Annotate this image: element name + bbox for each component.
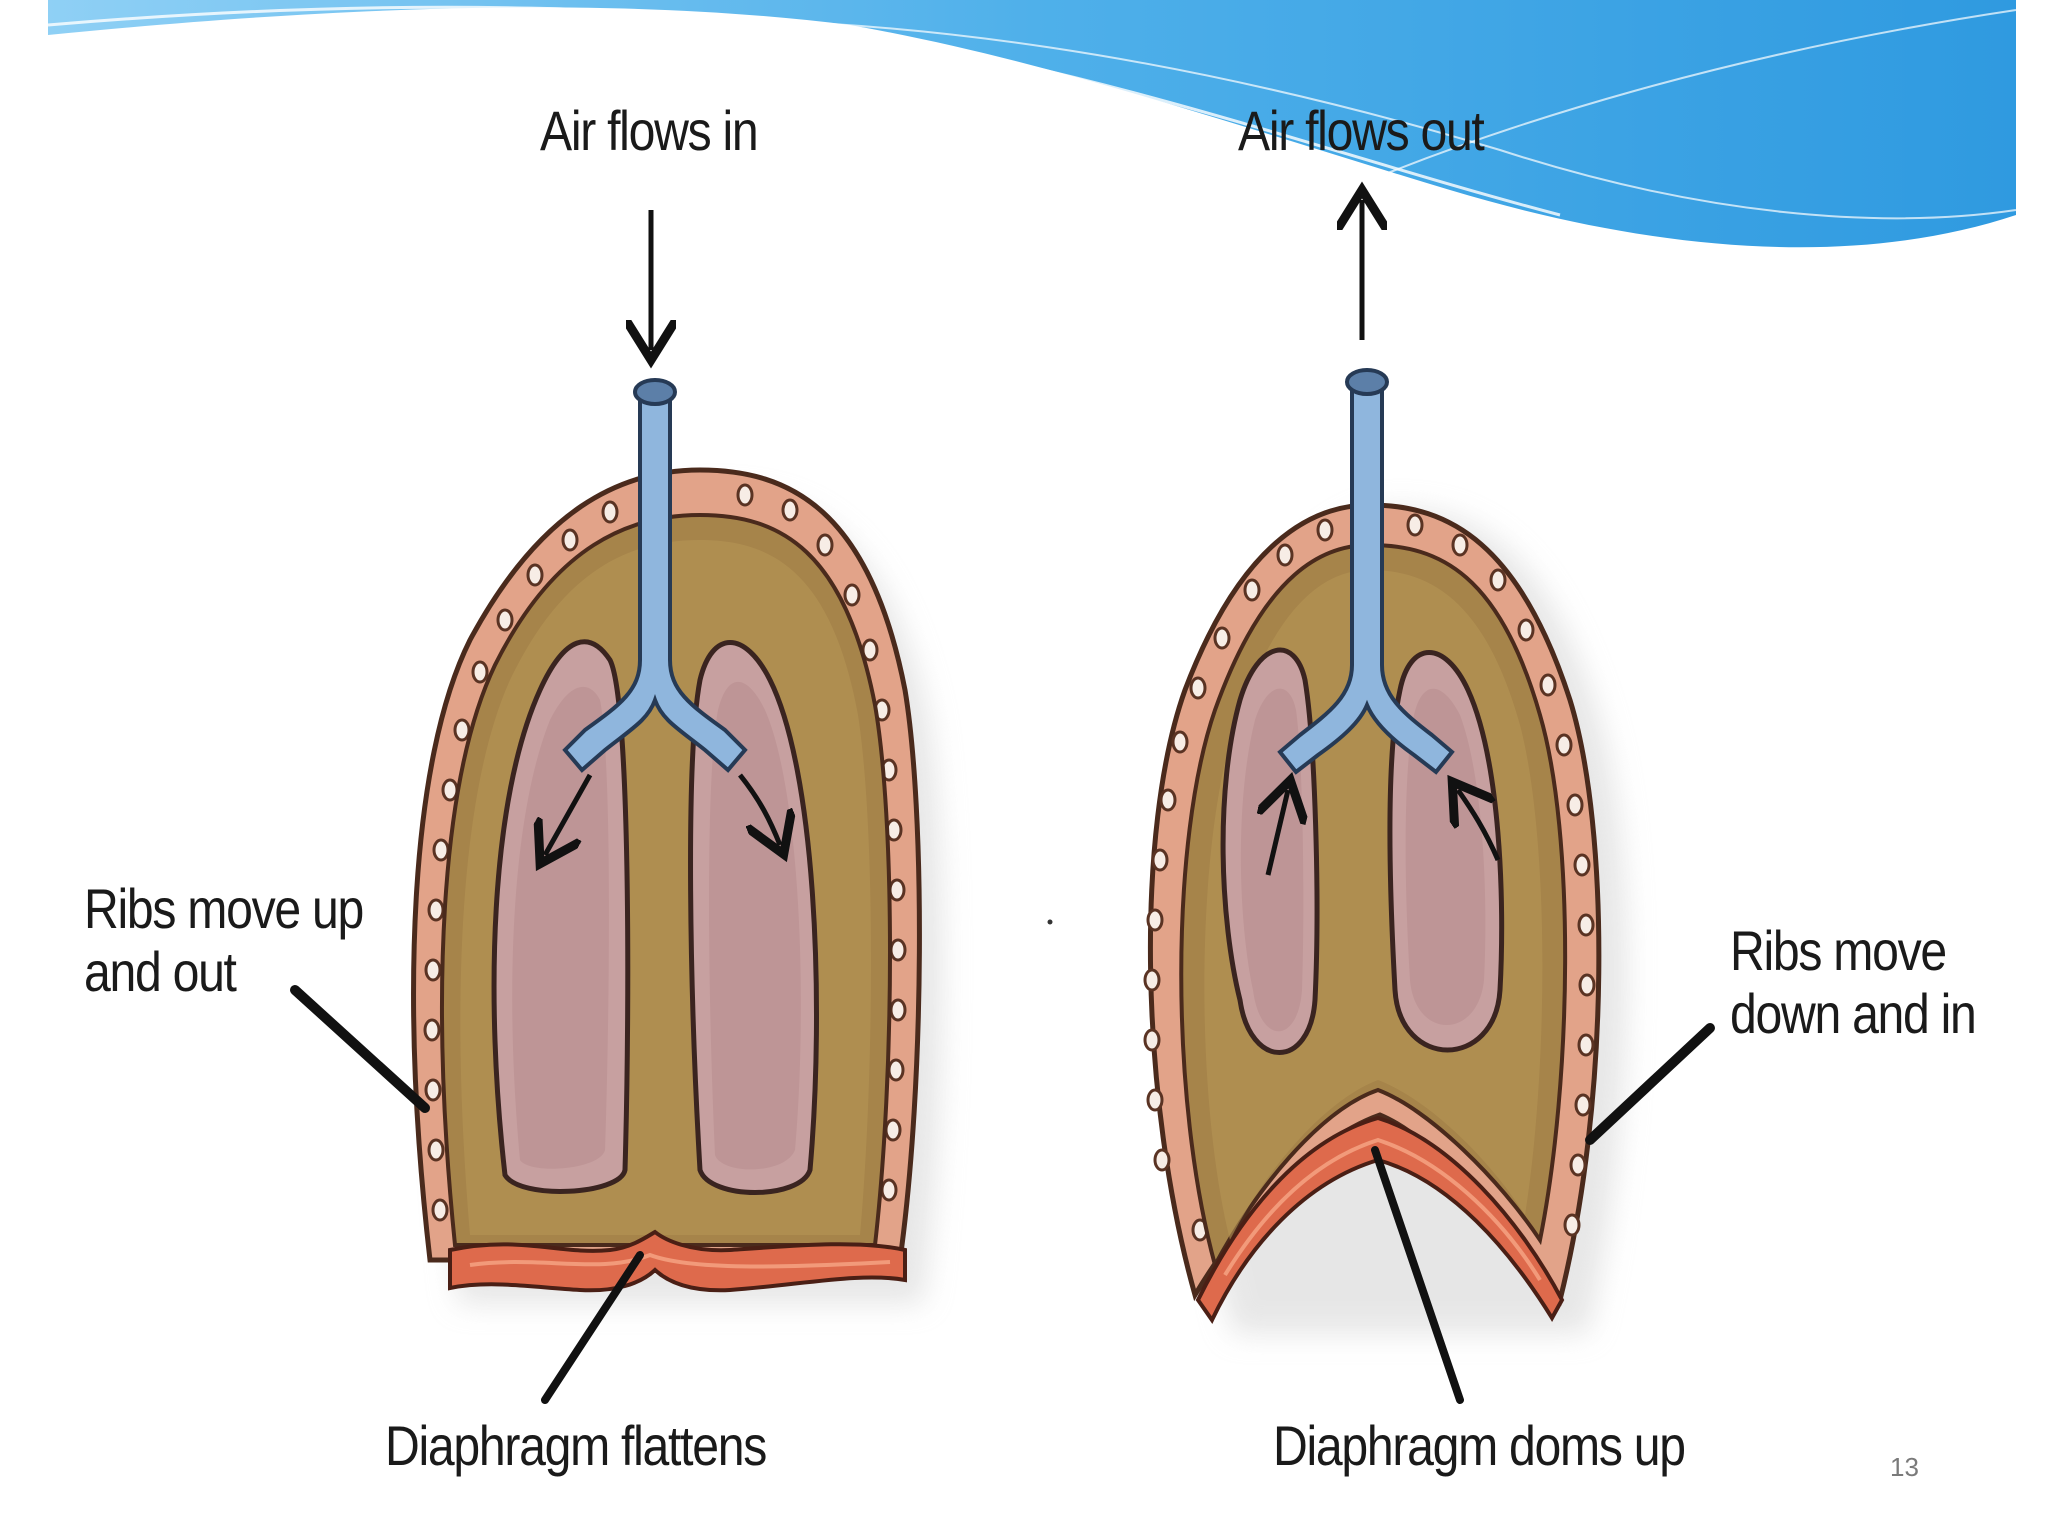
trachea <box>1277 383 1455 775</box>
ribs-move-down-label-line-2: down and in <box>1730 981 1977 1045</box>
airflow-out-left-lung-arrow <box>1268 790 1288 876</box>
air-flows-out-label: Air flows out <box>1238 99 1485 162</box>
slide-page-number: 13 <box>1890 1452 1919 1482</box>
header-wave-decoration <box>47 0 2017 248</box>
inhalation-diagram <box>290 210 943 1404</box>
diaphragm-doms-up-label: Diaphragm doms up <box>1273 1414 1686 1477</box>
airflow-out-right-lung-arrow <box>1458 790 1501 861</box>
ribs-move-up-label: Ribs move up and out <box>84 877 364 1003</box>
exhalation-diagram <box>1143 200 1715 1404</box>
rib-icons <box>423 483 907 1222</box>
ribs-up-pointer-line <box>290 985 430 1113</box>
diaphragm-flattens-label: Diaphragm flattens <box>385 1414 767 1477</box>
ribs-move-up-label-line-1: Ribs move up <box>84 877 364 940</box>
trachea <box>562 393 748 773</box>
airflow-into-left-lung-arrow <box>545 773 593 855</box>
ribs-down-pointer-line <box>1585 1023 1715 1145</box>
diaphragm-doms-pointer-line <box>1371 1146 1464 1404</box>
ribs-move-down-label: Ribs move down and in <box>1730 919 1977 1045</box>
ribs-move-down-label-line-1: Ribs move <box>1730 919 1947 982</box>
airflow-into-right-lung-arrow <box>738 773 780 845</box>
rib-icons <box>1143 513 1596 1242</box>
air-flows-in-label: Air flows in <box>540 99 759 162</box>
diaphragm-flattens-pointer-line <box>541 1251 644 1404</box>
right-lung <box>688 640 819 1195</box>
left-lung <box>491 639 631 1194</box>
ribs-move-up-label-line-2: and out <box>84 939 237 1003</box>
